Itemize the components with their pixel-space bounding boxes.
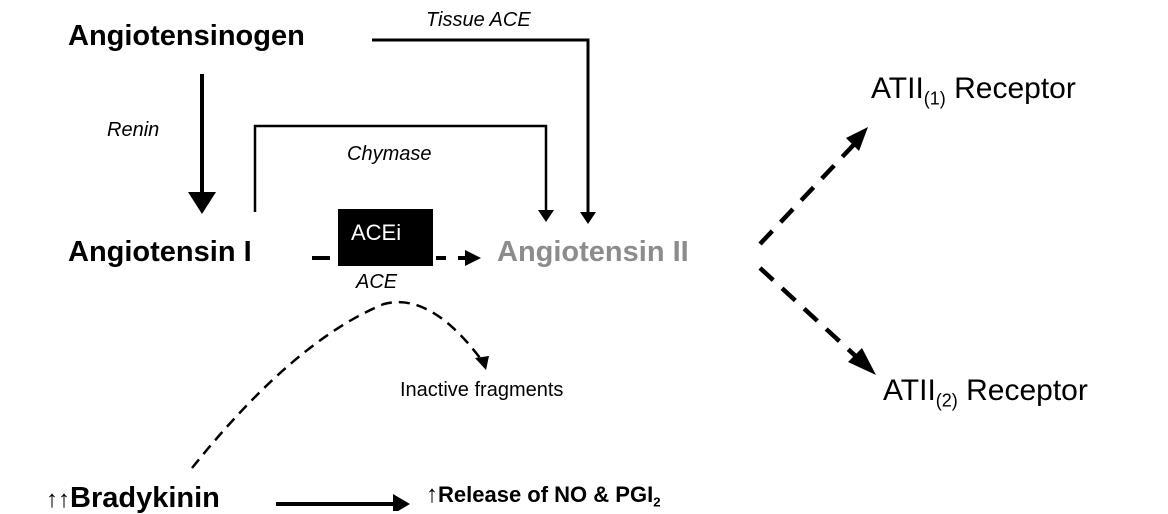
receptor2-label: ATII(2) Receptor <box>883 374 1088 411</box>
receptor1-arrow <box>758 134 864 246</box>
acei-label: ACEi <box>351 220 402 245</box>
increase-arrows-icon: ↑↑ <box>46 486 70 513</box>
receptor2-arrowhead <box>848 348 876 375</box>
renin-arrowhead <box>188 192 216 214</box>
receptor1-label: ATII(1) Receptor <box>871 72 1076 109</box>
increase-arrow-icon: ↑ <box>426 481 438 508</box>
tissue-ace-arrowhead <box>580 212 596 224</box>
renin-label: Renin <box>107 119 160 141</box>
angiotensin-ii-label: Angiotensin II <box>497 236 689 268</box>
tissue-ace-arrow <box>372 38 590 216</box>
receptor1-arrowhead <box>846 127 868 151</box>
inactive-fragments-label: Inactive fragments <box>400 379 564 401</box>
inactive-arrowhead <box>475 356 489 370</box>
angiotensin-i-label: Angiotensin I <box>68 236 252 268</box>
ace-arrowhead <box>465 250 481 266</box>
chymase-arrow <box>253 124 548 214</box>
chymase-arrowhead <box>538 210 554 222</box>
release-label: ↑Release of NO & PGI2 <box>426 481 661 510</box>
receptor2-arrow <box>758 266 864 364</box>
bradykinin-label: ↑↑Bradykinin <box>46 482 220 514</box>
tissue-ace-label: Tissue ACE <box>426 9 531 31</box>
ace-label: ACE <box>356 271 398 293</box>
angiotensinogen-label: Angiotensinogen <box>68 20 305 52</box>
chymase-label: Chymase <box>347 143 432 165</box>
bradykinin-degradation-curve <box>191 300 481 469</box>
acei-box <box>338 209 433 266</box>
bradykinin-arrowhead <box>393 494 410 511</box>
